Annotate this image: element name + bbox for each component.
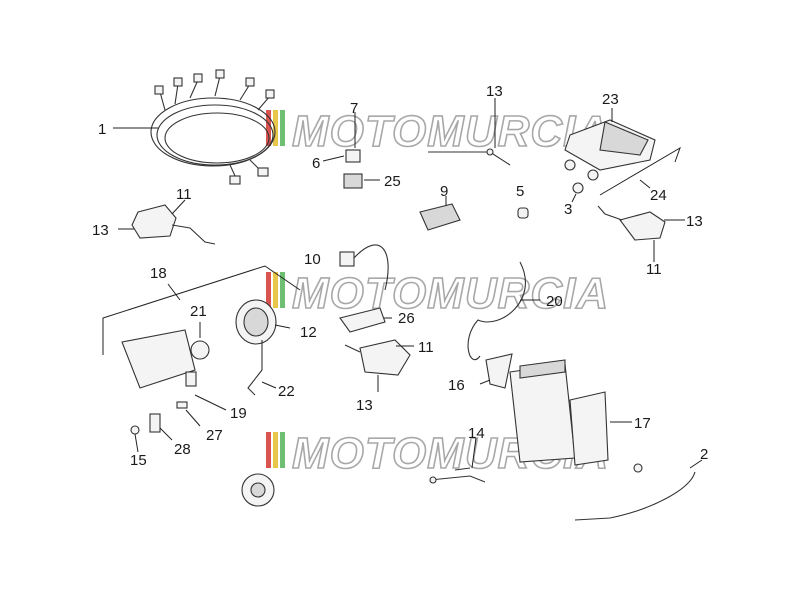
callout-13-top: 13 bbox=[486, 83, 503, 100]
callout-25: 25 bbox=[384, 173, 401, 190]
watermark-text-top: MOTOMURCIA bbox=[292, 107, 609, 156]
callout-11-middle: 11 bbox=[418, 339, 434, 356]
callout-27: 27 bbox=[206, 427, 223, 444]
callout-28: 28 bbox=[174, 441, 191, 458]
callout-12: 12 bbox=[300, 324, 317, 341]
callout-18: 18 bbox=[150, 265, 167, 282]
turn-indicator-middle bbox=[344, 339, 414, 392]
callout-13-middle: 13 bbox=[356, 397, 373, 414]
callout-20: 20 bbox=[546, 293, 563, 310]
speedometer-cable bbox=[467, 261, 540, 360]
callout-10: 10 bbox=[304, 251, 321, 268]
bulbs-small bbox=[517, 182, 584, 219]
flasher-unit bbox=[419, 196, 461, 231]
tail-light-assembly bbox=[564, 108, 681, 196]
callout-14: 14 bbox=[468, 425, 485, 442]
callout-17: 17 bbox=[634, 415, 651, 432]
turn-indicator-left bbox=[118, 199, 216, 245]
callout-16: 16 bbox=[448, 377, 465, 394]
turn-indicator-right bbox=[597, 205, 685, 262]
callout-21: 21 bbox=[190, 303, 207, 320]
callout-5: 5 bbox=[516, 183, 524, 200]
callout-labels: 1 7 6 25 13 23 24 9 5 3 11 13 13 11 10 1… bbox=[92, 83, 708, 469]
battery-cables bbox=[429, 437, 486, 484]
callout-19: 19 bbox=[230, 405, 247, 422]
callout-24: 24 bbox=[650, 187, 667, 204]
callout-22: 22 bbox=[278, 383, 295, 400]
callout-26: 26 bbox=[398, 310, 415, 327]
callout-1: 1 bbox=[98, 121, 106, 138]
callout-2: 2 bbox=[700, 446, 708, 463]
callout-7: 7 bbox=[350, 100, 358, 117]
watermark-middle: MOTOMURCIA bbox=[266, 268, 609, 319]
connector-wire-top bbox=[428, 98, 511, 166]
horn bbox=[241, 473, 275, 507]
watermark-text-middle: MOTOMURCIA bbox=[292, 269, 609, 318]
watermark-top: MOTOMURCIA bbox=[266, 106, 609, 157]
relays bbox=[322, 112, 380, 189]
battery-assembly bbox=[479, 353, 632, 466]
ground-cable bbox=[574, 459, 703, 521]
callout-11-left: 11 bbox=[176, 186, 192, 203]
callout-23: 23 bbox=[602, 91, 619, 108]
callout-15: 15 bbox=[130, 452, 147, 469]
callout-3: 3 bbox=[564, 201, 572, 218]
callout-13-left: 13 bbox=[92, 222, 109, 239]
callout-9: 9 bbox=[440, 183, 448, 200]
callout-13-right: 13 bbox=[686, 213, 703, 230]
callout-11-right: 11 bbox=[646, 261, 662, 278]
wiring-harness bbox=[113, 69, 276, 185]
switch-and-bracket bbox=[339, 244, 392, 333]
callout-6: 6 bbox=[312, 155, 320, 172]
headlight-group bbox=[102, 265, 301, 453]
